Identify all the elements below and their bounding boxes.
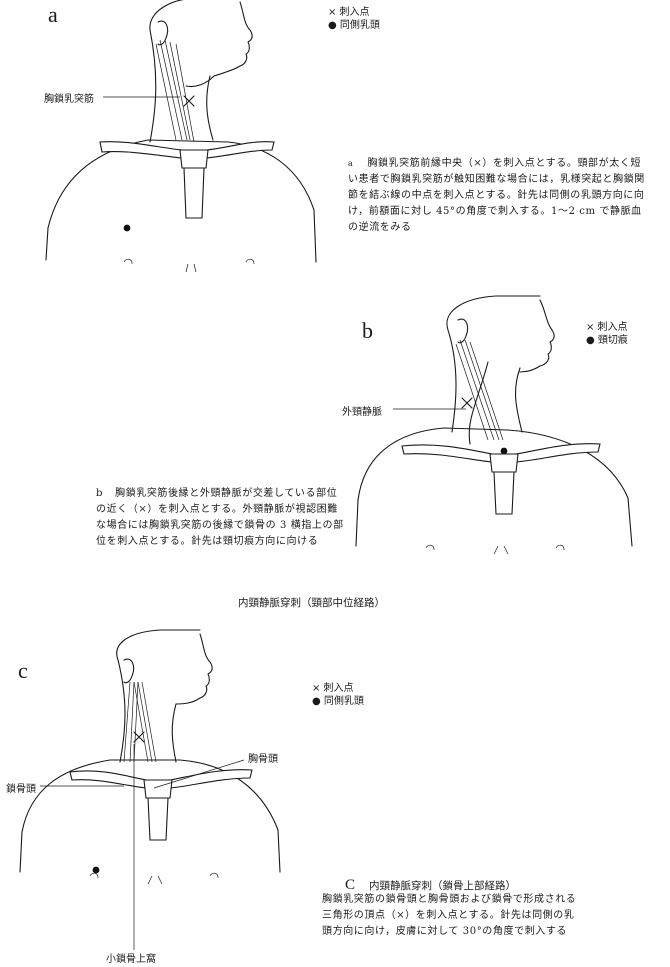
panel-a-letter: a <box>48 2 58 28</box>
legend-dot-entry: ● 同側乳頭 <box>328 19 380 32</box>
panel-b-legend: × 刺入点 ● 頸切痕 <box>586 321 628 347</box>
legend-cross-entry: × 刺入点 <box>328 6 380 19</box>
panel-b-desc-text: 胸鎖乳突筋後縁と外頸静脈が交差している部位の近く（×）を刺入点とする。外頸静脈が… <box>96 488 344 547</box>
legend-dot-entry: ● 頸切痕 <box>586 334 628 347</box>
legend-dot-entry: ● 同側乳頭 <box>312 695 364 708</box>
panel-a-desc-text: 胸鎖乳突筋前縁中央（×）を刺入点とする。頸部が太く短い患者で胸鎖乳突筋が触知困難… <box>348 158 645 233</box>
panel-c-title-text: 内頸静脈穿刺（鎖骨上部経路） <box>369 880 516 892</box>
panel-b-letter: b <box>362 318 373 344</box>
panel-c-legend: × 刺入点 ● 同側乳頭 <box>312 682 364 708</box>
panel-a-desc-marker: a <box>348 159 353 168</box>
panel-c-title-marker: C <box>345 877 355 893</box>
middle-route-caption: 内頸静脈穿刺（頸部中位経路） <box>238 595 385 610</box>
clavicular-head-label: 鎖骨頭 <box>6 780 36 795</box>
panel-a-legend: × 刺入点 ● 同側乳頭 <box>328 6 380 32</box>
panel-c-title: C 内頸静脈穿刺（鎖骨上部経路） <box>345 874 516 894</box>
figure-a <box>46 0 316 272</box>
legend-cross-entry: × 刺入点 <box>312 682 364 695</box>
sternocleidomastoid-label: 胸鎖乳突筋 <box>44 90 94 105</box>
panel-b-desc-marker: b <box>96 488 103 499</box>
panel-c-letter: c <box>18 658 28 684</box>
sternal-head-label: 胸骨頭 <box>248 750 278 765</box>
supraclavicular-fossa-label: 小鎖骨上窩 <box>106 950 156 965</box>
figure-c <box>20 630 280 950</box>
external-jugular-vein-label: 外頸静脈 <box>342 403 382 418</box>
legend-cross-entry: × 刺入点 <box>586 321 628 334</box>
panel-c-description: 胸鎖乳突筋の鎖骨頭と胸骨頭および鎖骨で形成される三角形の頂点（×）を刺入点とする… <box>322 892 584 940</box>
